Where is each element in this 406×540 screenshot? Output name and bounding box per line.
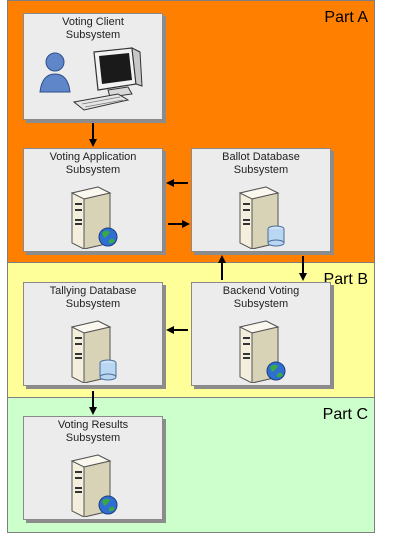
voting-application-subsystem: Voting Application Subsystem xyxy=(23,148,163,252)
database-server-icon xyxy=(238,186,285,249)
voting-client-subsystem: Voting Client Subsystem xyxy=(23,13,163,120)
node-title: Voting Client Subsystem xyxy=(62,16,124,41)
tallying-database-subsystem: Tallying Database Subsystem xyxy=(23,282,163,386)
database-server-icon xyxy=(70,320,117,383)
web-server-icon xyxy=(238,320,286,383)
node-title: Voting Application Subsystem xyxy=(49,151,137,176)
backend-voting-subsystem: Backend Voting Subsystem xyxy=(191,282,331,386)
node-title: Voting Results Subsystem xyxy=(57,419,129,444)
node-title: Ballot Database Subsystem xyxy=(222,151,300,176)
node-title: Tallying Database Subsystem xyxy=(49,285,137,310)
ballot-database-subsystem: Ballot Database Subsystem xyxy=(191,148,331,252)
part-c-label: Part C xyxy=(322,406,368,423)
web-server-icon xyxy=(70,186,118,249)
web-server-icon xyxy=(70,454,118,517)
node-title: Backend Voting Subsystem xyxy=(222,285,300,310)
user-and-computer-icon xyxy=(39,47,143,111)
part-b-label: Part B xyxy=(323,271,368,288)
voting-results-subsystem: Voting Results Subsystem xyxy=(23,416,163,520)
part-a-label: Part A xyxy=(324,9,368,26)
